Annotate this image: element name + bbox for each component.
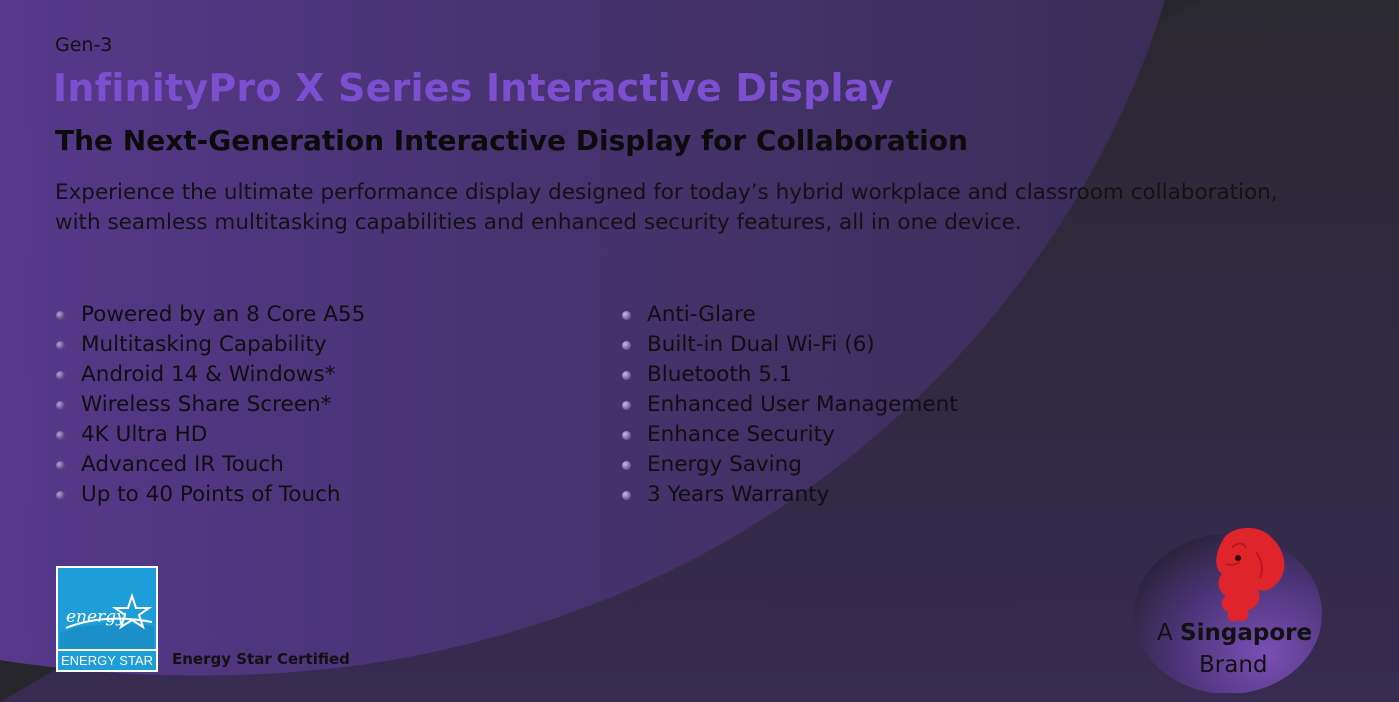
feature-item: Advanced IR Touch [56,450,365,480]
product-title: InfinityPro X Series Interactive Display [53,66,894,110]
feature-item: Built-in Dual Wi-Fi (6) [622,330,958,360]
energy-star-logo: energy ENERGY STAR [56,566,158,672]
energy-star-caption: Energy Star Certified [172,650,350,668]
feature-list-right: Anti-Glare Built-in Dual Wi-Fi (6) Bluet… [622,300,958,510]
feature-item: Enhanced User Management [622,390,958,420]
bullet-icon [56,461,65,470]
feature-item: Powered by an 8 Core A55 [56,300,365,330]
feature-item: 4K Ultra HD [56,420,365,450]
feature-item: Android 14 & Windows* [56,360,365,390]
bullet-icon [622,311,631,320]
bullet-icon [622,461,631,470]
bullet-icon [56,371,65,380]
bullet-icon [56,491,65,500]
bullet-icon [56,401,65,410]
bullet-icon [56,341,65,350]
product-generation: Gen-3 [55,34,113,56]
bullet-icon [56,431,65,440]
feature-item: Energy Saving [622,450,958,480]
feature-list-left: Powered by an 8 Core A55 Multitasking Ca… [56,300,365,510]
bullet-icon [622,491,631,500]
bullet-icon [622,431,631,440]
bullet-icon [56,311,65,320]
feature-item: Wireless Share Screen* [56,390,365,420]
feature-item: Bluetooth 5.1 [622,360,958,390]
energy-star-label: ENERGY STAR [61,653,153,668]
merlion-icon [1216,528,1285,622]
feature-item: Enhance Security [622,420,958,450]
bullet-icon [622,371,631,380]
energy-script-text: energy [66,607,126,627]
feature-item: Multitasking Capability [56,330,365,360]
feature-item: 3 Years Warranty [622,480,958,510]
singapore-brand-badge [1134,528,1322,693]
singapore-brand-line1: A Singapore [1157,620,1313,646]
feature-item: Up to 40 Points of Touch [56,480,365,510]
product-description: Experience the ultimate performance disp… [55,180,1278,235]
singapore-brand-line2: Brand [1199,652,1268,678]
product-subtitle: The Next-Generation Interactive Display … [55,124,968,157]
singapore-brand-emphasis: Singapore [1180,620,1313,646]
bullet-icon [622,341,631,350]
feature-item: Anti-Glare [622,300,958,330]
bullet-icon [622,401,631,410]
